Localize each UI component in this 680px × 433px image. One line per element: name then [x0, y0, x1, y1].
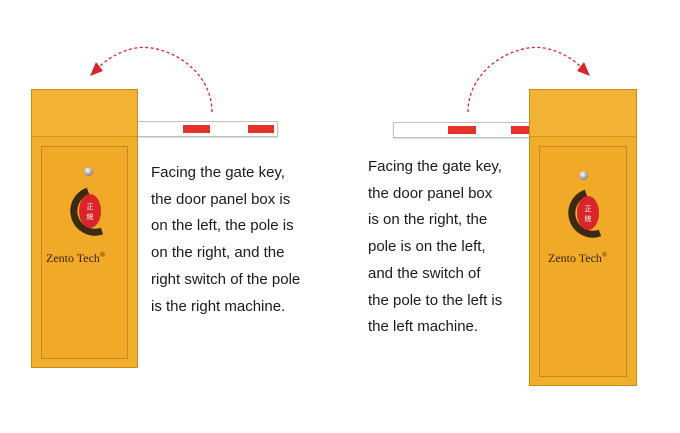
left-caption: Facing the gate key, the door panel box …: [151, 160, 300, 320]
caption-line: pole is on the left,: [368, 238, 486, 256]
right-rotation-arrow-icon: [467, 46, 590, 113]
right-brand-label: Zento Tech®: [548, 251, 608, 265]
keyhole-lock-icon: [84, 167, 93, 176]
svg-text:统: 统: [585, 214, 592, 223]
left-brand-label: Zento Tech®: [46, 251, 106, 265]
caption-line: the left machine.: [368, 318, 479, 336]
right-door-panel: 正 统 Zento Tech®: [539, 146, 627, 377]
right-boom-pole: [393, 122, 533, 138]
svg-text:统: 统: [87, 212, 94, 221]
caption-line: the pole to the left is: [368, 291, 503, 309]
caption-line: right switch of the pole: [151, 270, 301, 288]
caption-line: is on the right, the: [368, 211, 488, 229]
caption-line: the door panel box is: [151, 190, 291, 208]
right-caption: Facing the gate key, the door panel box …: [368, 154, 502, 341]
left-rotation-arrow-icon: [90, 46, 213, 113]
caption-line: is the right machine.: [151, 297, 286, 315]
caption-line: the door panel box: [368, 184, 493, 202]
caption-line: Facing the gate key,: [151, 164, 285, 181]
caption-line: on the right, and the: [151, 244, 285, 262]
left-door-panel: 正 统 Zento Tech®: [41, 146, 128, 359]
caption-line: and the switch of: [368, 264, 481, 282]
logo-emblem-icon: 正 统: [70, 187, 104, 236]
svg-text:正: 正: [585, 205, 592, 213]
caption-line: Facing the gate key,: [368, 158, 502, 175]
caption-line: on the left, the pole is: [151, 217, 294, 235]
svg-text:正: 正: [87, 203, 94, 211]
keyhole-lock-icon: [579, 171, 588, 180]
left-gate-cabinet: 正 统 Zento Tech®: [31, 89, 138, 368]
left-boom-pole: [136, 121, 278, 137]
logo-emblem-icon: 正 统: [568, 189, 602, 238]
right-gate-cabinet: 正 统 Zento Tech®: [529, 89, 637, 386]
